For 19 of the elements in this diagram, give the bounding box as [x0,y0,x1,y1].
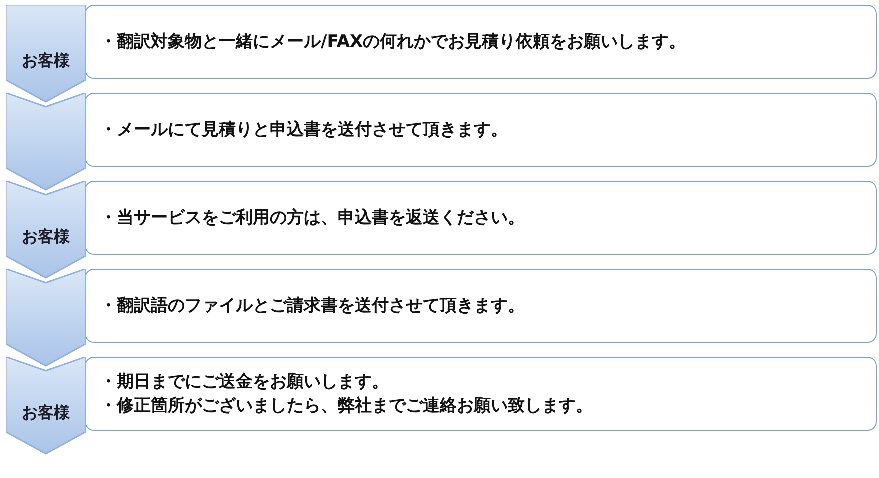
actor-pentagon [6,93,86,191]
step-text: ・メールにて見積りと申込書を送付させて頂きます。 [100,119,509,142]
step-box [85,181,877,255]
step-text: ・期日までにご送金をお願いします。 [100,371,390,394]
step-text: ・翻訳語のファイルとご請求書を送付させて頂きます。 [100,295,526,318]
step-box [85,357,877,431]
actor-label: お客様 [21,227,71,248]
step-text: ・修正箇所がございましたら、弊社までご連絡お願い致します。 [100,395,594,418]
actor-label: お客様 [21,403,71,424]
step-box [85,93,877,167]
step-box [85,5,877,79]
actor-pentagon [6,181,86,279]
actor-label: お客様 [21,51,71,72]
step-text: ・翻訳対象物と一緒にメール/FAXの何れかでお見積り依頼をお願いします。 [100,31,688,54]
actor-pentagon [6,357,86,455]
actor-pentagon [6,5,86,103]
actor-pentagon [6,269,86,367]
step-text: ・当サービスをご利用の方は、申込書を返送ください。 [100,207,526,230]
step-box [85,269,877,343]
